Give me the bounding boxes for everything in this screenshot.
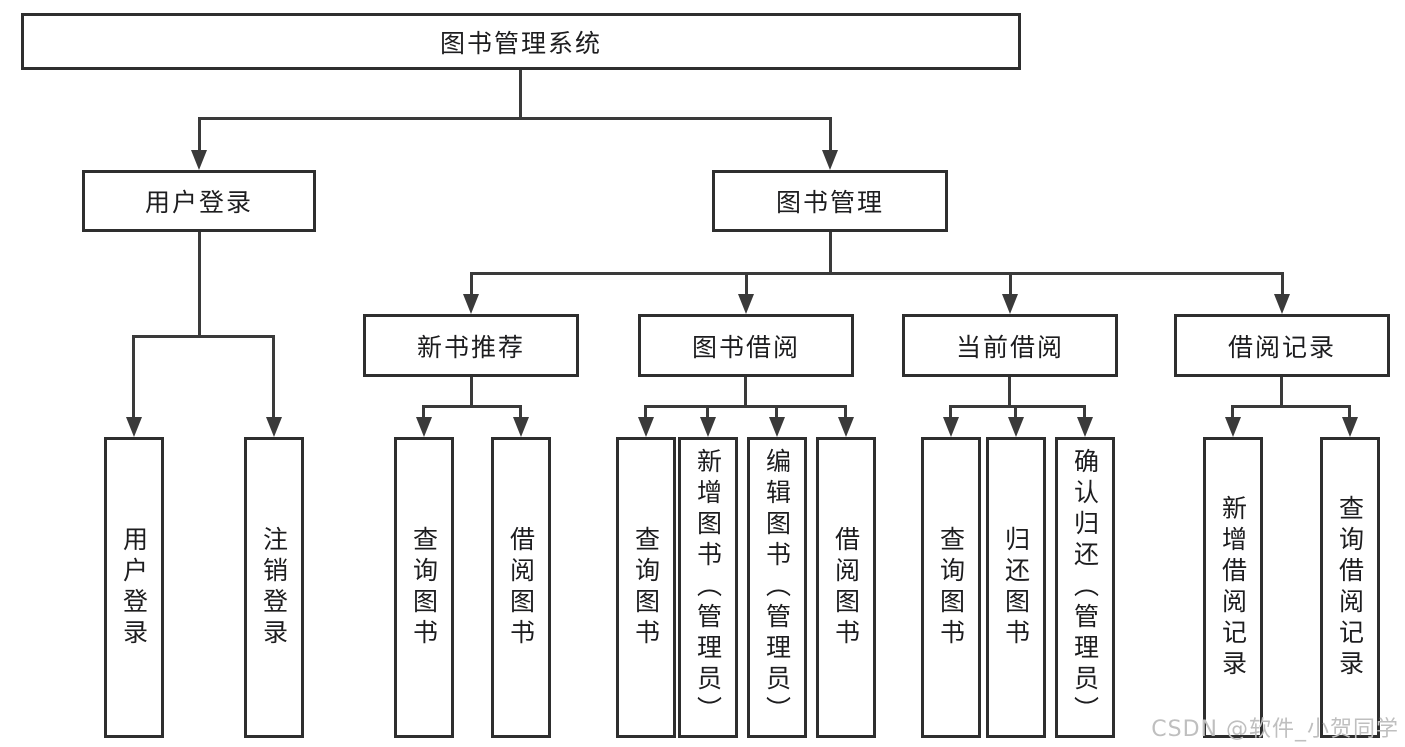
arrow-leaf7 — [769, 417, 785, 437]
connector-borrowrecords-split — [1231, 405, 1351, 408]
connector-newbook-stem — [470, 377, 473, 407]
node-current-borrow-label: 当前借阅 — [955, 332, 1064, 362]
connector-currentborrow-split — [949, 405, 1086, 408]
connector-stem-leaf11 — [1083, 405, 1086, 419]
connector-stem-leaf4 — [519, 405, 522, 419]
connector-stem-leaf-logout — [272, 335, 275, 419]
arrow-leaf-logout — [266, 417, 282, 437]
node-borrow-records-label: 借阅记录 — [1227, 332, 1336, 362]
leaf-user-login-label: 用户登录 — [119, 525, 149, 650]
node-book-borrow: 图书借阅 — [638, 314, 854, 377]
leaf-logout-label: 注销登录 — [259, 525, 289, 650]
arrow-leaf-login — [126, 417, 142, 437]
leaf-return-books: 归还图书 — [986, 437, 1046, 738]
connector-root-stem — [519, 70, 522, 119]
leaf-logout: 注销登录 — [244, 437, 304, 738]
connector-currentborrow-stem — [1008, 377, 1011, 407]
connector-bookmgmt-stem — [829, 232, 832, 275]
leaf-borrow-books-label: 借阅图书 — [831, 525, 861, 650]
node-new-book-recommend-label: 新书推荐 — [416, 332, 525, 362]
connector-stem-borrowrecords — [1281, 272, 1284, 296]
arrow-leaf11 — [1077, 417, 1093, 437]
leaf-query-books-current-label: 查询图书 — [936, 525, 966, 650]
node-new-book-recommend: 新书推荐 — [363, 314, 579, 377]
connector-bookborrow-split — [644, 405, 847, 408]
node-current-borrow: 当前借阅 — [902, 314, 1118, 377]
connector-stem-leaf12 — [1231, 405, 1234, 419]
node-root-label: 图书管理系统 — [439, 28, 602, 58]
arrow-leaf12 — [1225, 417, 1241, 437]
leaf-query-books-recommend: 查询图书 — [394, 437, 454, 738]
leaf-return-books-label: 归还图书 — [1001, 525, 1031, 650]
connector-userlogin-stem — [198, 232, 201, 338]
node-user-login-label: 用户登录 — [144, 188, 253, 217]
arrow-newbook — [463, 294, 479, 314]
connector-stem-newbook — [470, 272, 473, 296]
connector-userlogin-split — [132, 335, 275, 338]
leaf-query-borrow-record: 查询借阅记录 — [1320, 437, 1380, 738]
arrow-leaf3 — [416, 417, 432, 437]
leaf-add-borrow-record-label: 新增借阅记录 — [1218, 494, 1248, 681]
leaf-edit-books-admin-label: 编辑图书（管理员） — [762, 448, 792, 727]
leaf-query-borrow-record-label: 查询借阅记录 — [1335, 494, 1365, 681]
leaf-query-books-borrow-label: 查询图书 — [631, 525, 661, 650]
leaf-add-borrow-record: 新增借阅记录 — [1203, 437, 1263, 738]
connector-stem-leaf-login — [132, 335, 135, 419]
connector-stem-bookborrow — [745, 272, 748, 296]
leaf-confirm-return-admin-label: 确认归还（管理员） — [1070, 448, 1100, 727]
arrow-leaf5 — [638, 417, 654, 437]
leaf-user-login: 用户登录 — [104, 437, 164, 738]
connector-stem-leaf13 — [1348, 405, 1351, 419]
arrow-leaf13 — [1342, 417, 1358, 437]
arrow-user-login — [191, 150, 207, 170]
arrow-currentborrow — [1002, 294, 1018, 314]
connector-stem-leaf5 — [644, 405, 647, 419]
arrow-borrowrecords — [1274, 294, 1290, 314]
connector-stem-leaf9 — [949, 405, 952, 419]
leaf-add-books-admin-label: 新增图书（管理员） — [693, 448, 723, 727]
leaf-edit-books-admin: 编辑图书（管理员） — [747, 437, 807, 738]
leaf-query-books-borrow: 查询图书 — [616, 437, 676, 738]
connector-stem-currentborrow — [1009, 272, 1012, 296]
node-book-management: 图书管理 — [712, 170, 948, 232]
arrow-book-mgmt — [822, 150, 838, 170]
connector-stem-user-login — [198, 117, 201, 153]
connector-stem-leaf6 — [706, 405, 709, 419]
leaf-query-books-recommend-label: 查询图书 — [409, 525, 439, 650]
connector-stem-leaf10 — [1014, 405, 1017, 419]
connector-stem-book-mgmt — [829, 117, 832, 153]
arrow-leaf8 — [838, 417, 854, 437]
connector-newbook-split — [422, 405, 522, 408]
connector-root-split — [198, 117, 832, 120]
node-book-management-label: 图书管理 — [775, 188, 884, 217]
leaf-query-books-current: 查询图书 — [921, 437, 981, 738]
arrow-bookborrow — [738, 294, 754, 314]
connector-stem-leaf8 — [844, 405, 847, 419]
leaf-borrow-books-recommend-label: 借阅图书 — [506, 525, 536, 650]
node-borrow-records: 借阅记录 — [1174, 314, 1390, 377]
arrow-leaf6 — [700, 417, 716, 437]
node-book-borrow-label: 图书借阅 — [691, 332, 800, 362]
connector-borrowrecords-stem — [1280, 377, 1283, 407]
arrow-leaf4 — [513, 417, 529, 437]
connector-bookmgmt-split — [470, 272, 1284, 275]
connector-stem-leaf7 — [775, 405, 778, 419]
node-user-login: 用户登录 — [82, 170, 316, 232]
leaf-confirm-return-admin: 确认归还（管理员） — [1055, 437, 1115, 738]
connector-bookborrow-stem — [744, 377, 747, 407]
leaf-borrow-books-recommend: 借阅图书 — [491, 437, 551, 738]
node-root-system: 图书管理系统 — [21, 13, 1021, 70]
leaf-borrow-books: 借阅图书 — [816, 437, 876, 738]
csdn-watermark: CSDN @软件_小贺同学 — [1151, 717, 1399, 742]
leaf-add-books-admin: 新增图书（管理员） — [678, 437, 738, 738]
arrow-leaf9 — [943, 417, 959, 437]
connector-stem-leaf3 — [422, 405, 425, 419]
arrow-leaf10 — [1008, 417, 1024, 437]
